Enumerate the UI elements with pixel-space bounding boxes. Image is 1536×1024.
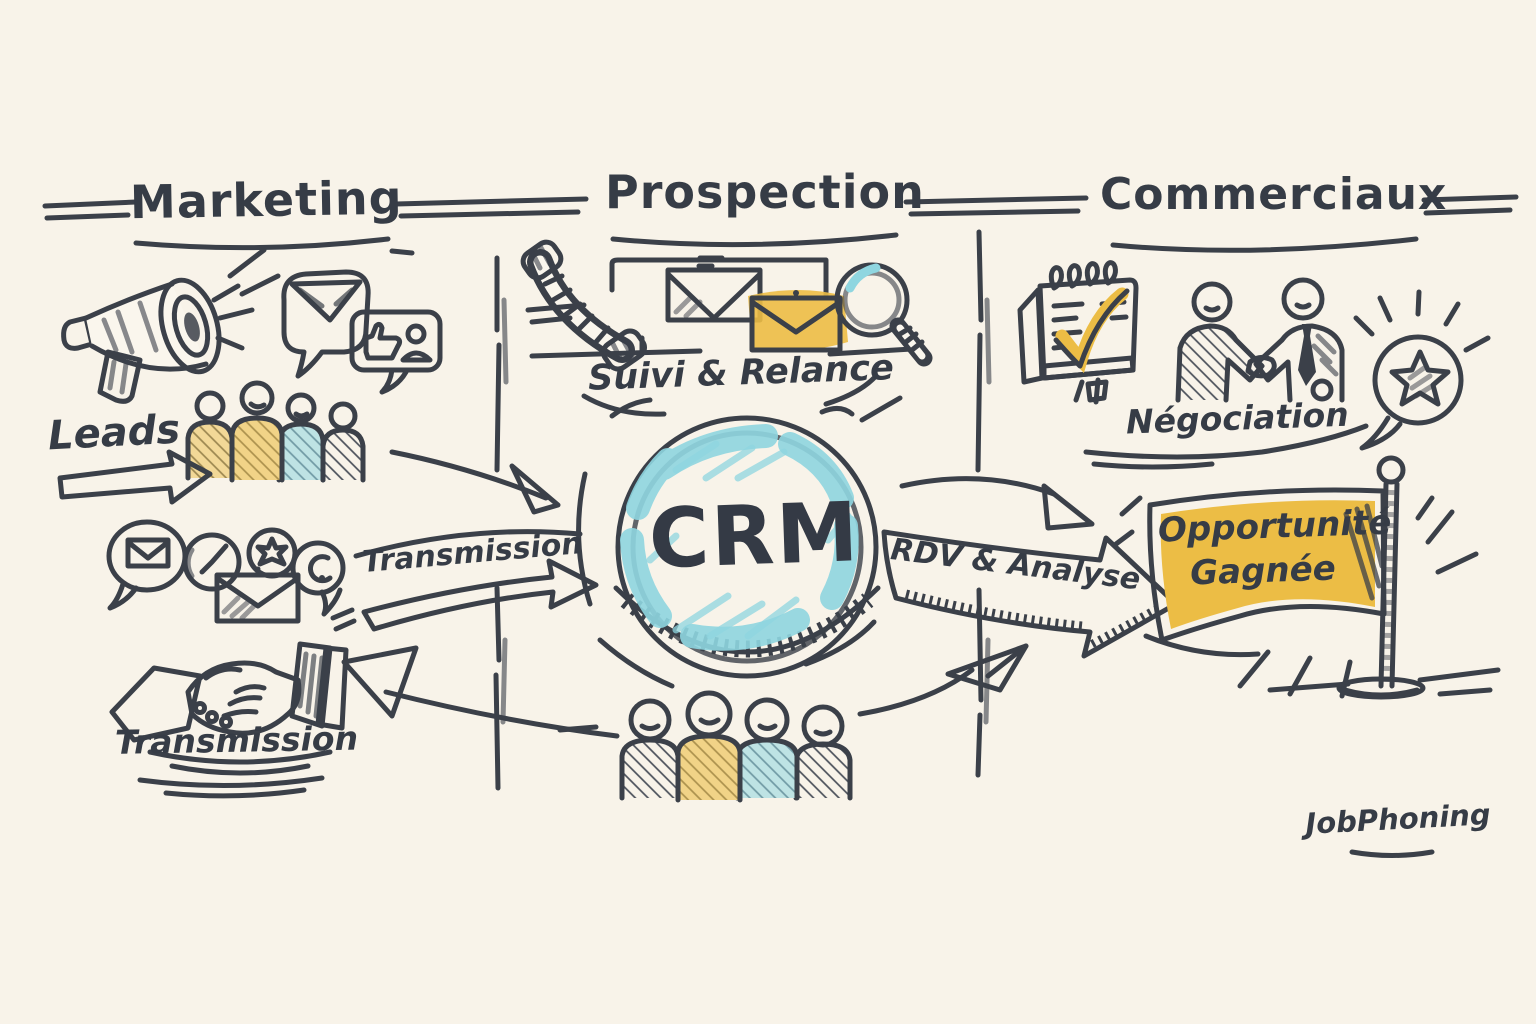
phone-icon (520, 239, 703, 372)
star-bubble-icon (1353, 289, 1491, 451)
mail-icon (214, 566, 301, 624)
flag-text-line2: Gagnée (1189, 548, 1337, 594)
magnifier-icon (834, 262, 933, 367)
mail-yellow-icon (748, 290, 915, 357)
chat-reply-icon (290, 540, 346, 617)
chat-mail-icon (106, 519, 188, 611)
megaphone-icon (61, 247, 281, 404)
team-group-icon (557, 690, 853, 803)
prospection-title: Prospection (605, 165, 925, 219)
social-reactions-icon (349, 309, 443, 395)
notepad-check-icon (1017, 260, 1139, 405)
arrow-rdv-analyse (881, 529, 1179, 659)
column-dividers (493, 229, 992, 791)
crm-label: CRM (647, 485, 862, 588)
clock-icon (182, 532, 242, 592)
handshake-icon (109, 641, 349, 776)
signature-underline (1349, 849, 1435, 858)
crm-coin-icon (576, 395, 903, 689)
arrow-team-up-right (857, 643, 1029, 717)
leads-arrow-icon (57, 449, 213, 505)
negociation-underline (1083, 423, 1369, 470)
transmission-handoff-label: Transmission (114, 718, 359, 762)
negociation-label: Négociation (1125, 394, 1350, 442)
arrow-crm-to-handshake (341, 645, 620, 739)
flag-text-line1: Opportunité (1157, 502, 1392, 551)
commerciaux-title: Commerciaux (1100, 169, 1448, 220)
mail-bubble-icon (281, 269, 371, 379)
arrow-leads-to-crm (389, 449, 561, 515)
transmission-underline (137, 775, 325, 799)
arrow-crm-to-commerciaux (899, 476, 1095, 531)
victory-flag-icon (1113, 455, 1501, 700)
negotiation-handshake-icon (1175, 277, 1345, 403)
leads-group-icon (185, 380, 366, 483)
marketing-title: Marketing (129, 170, 403, 230)
suivi-relance-label: Suivi & Relance (587, 348, 895, 399)
arrow-transmission-to-crm (330, 529, 599, 632)
leads-label: Leads (46, 406, 182, 460)
